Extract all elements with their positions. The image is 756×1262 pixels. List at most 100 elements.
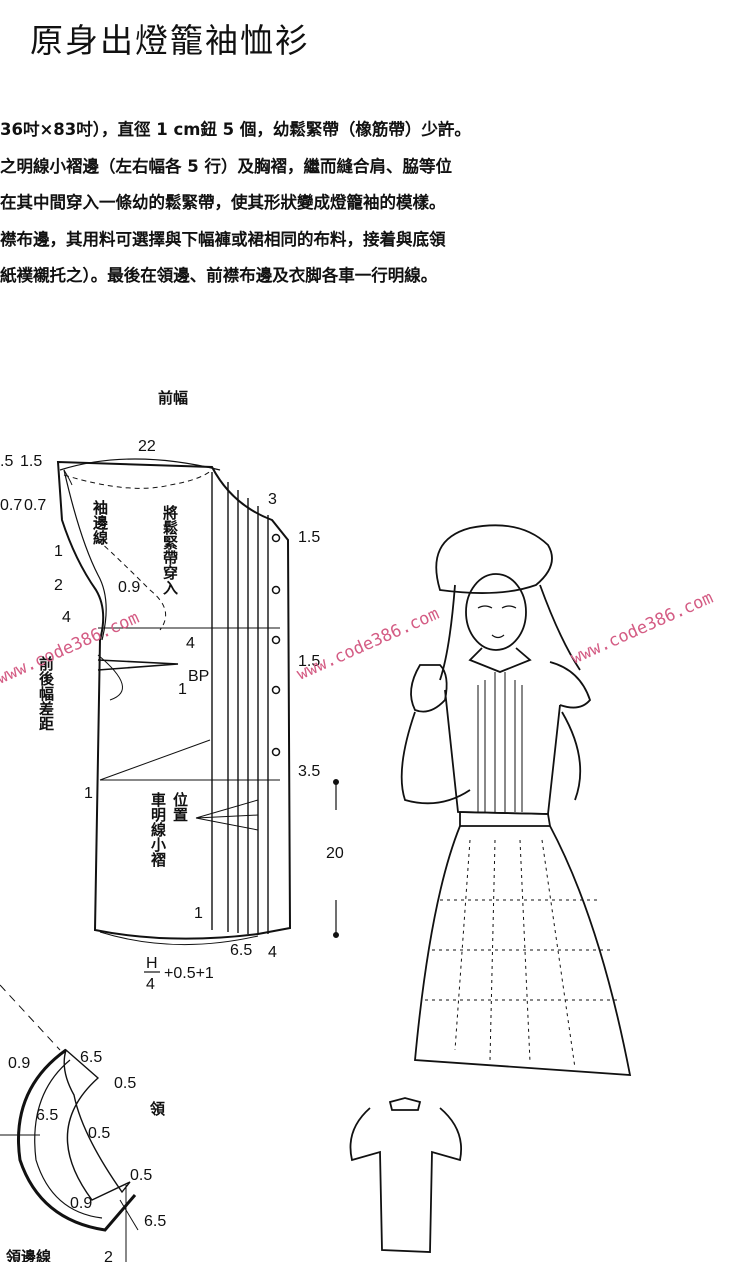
hip-fraction-den: 4 (146, 976, 155, 993)
button-mark (271, 533, 281, 543)
paragraph-line: 紙襆襯托之）。最後在領邊、前襟布邊及衣脚各車一行明線。 (0, 266, 438, 285)
dim-label: 3 (268, 491, 277, 508)
dim-label: 4 (268, 944, 277, 961)
waistband (459, 811, 552, 827)
dim-label: 1.5 (20, 453, 42, 470)
shoulder-mark (63, 469, 73, 486)
button-mark (271, 685, 281, 695)
dim-label: 1 (84, 785, 93, 802)
armhole-inner-line (63, 469, 107, 641)
collar-outer-edge (17, 1048, 137, 1232)
dim-label: 20 (326, 845, 344, 862)
note-pleat-line: 車明線小褶 (149, 791, 167, 868)
dashed-neck-guide (63, 469, 213, 489)
length-dot (333, 779, 339, 785)
paragraph-line: 在其中間穿入一條幼的鬆緊帶，使其形狀變成燈籠袖的模樣。 (0, 193, 446, 212)
instructions-paragraph: 36吋×83吋），直徑 1 cm鈕 5 個，幼鬆緊帶（橡筋帶）少許。 之明線小褶… (0, 112, 756, 295)
front-piece-label: 前幅 (158, 389, 188, 407)
paragraph-line: 之明線小褶邊（左右幅各 5 行）及胸褶，繼而縫合肩、脇等位 (0, 156, 452, 176)
button-mark (271, 635, 281, 645)
collar-stitch-line (34, 1059, 103, 1219)
paragraph-line: 襟布邊，其用料可選擇與下幅褲或裙相同的布料，接着與底領 (0, 229, 446, 249)
dashed-sleeve-guide (97, 539, 167, 631)
watermark-text: www.code386.com (568, 588, 716, 669)
note-difference: 前後幅差距 (37, 655, 55, 731)
dim-label: 6.5 (230, 942, 252, 959)
watermark-text: www.code386.com (0, 608, 142, 689)
collar-shape (468, 647, 532, 673)
hem-arc (99, 931, 259, 946)
dim-label: 0.9 (118, 579, 140, 596)
note-pleat-position: 位置 (171, 791, 189, 822)
facial-features (477, 605, 517, 639)
woman-illustration (400, 524, 632, 1076)
blouse-pleats (477, 672, 523, 812)
pleat-arrows (195, 799, 259, 831)
dim-top-width: 22 (138, 438, 156, 455)
left-sleeve (410, 664, 448, 713)
dim-label: 1 (178, 681, 187, 698)
page-title: 原身出燈籠袖恤衫 (30, 21, 310, 60)
dim-label: 3.5 (298, 763, 320, 780)
sketch-collar (388, 1097, 422, 1111)
length-dot (333, 932, 339, 938)
face (465, 573, 527, 651)
note-elastic: 將鬆緊帶穿入 (161, 504, 179, 595)
dim-label: 4 (62, 609, 71, 626)
dim-label: 4 (186, 635, 195, 652)
dim-label: 1.5 (298, 529, 320, 546)
collar-dim: 6.5 (80, 1049, 102, 1066)
dim-label: 1 (194, 905, 203, 922)
bust-dart (97, 659, 179, 671)
button-mark (271, 585, 281, 595)
button-marks (271, 533, 281, 757)
collar-label: 領 (150, 1100, 166, 1118)
front-piece-labels: .5 1.5 0.7 0.7 3 1.5 1 2 0.9 4 4 BP 1 1.… (0, 453, 344, 993)
front-outline (56, 460, 292, 940)
front-piece-drawing: 前幅 22 (56, 389, 339, 946)
collar-bottom-note: 領邊線 (6, 1248, 51, 1262)
top-width-arc (59, 458, 221, 471)
dim-label: 2 (54, 577, 63, 594)
collar-guide (0, 984, 61, 1051)
right-arm (561, 711, 582, 801)
paragraph-line: 36吋×83吋），直徑 1 cm鈕 5 個，幼鬆緊帶（橡筋帶）少許。 (0, 120, 471, 139)
dart-guide (97, 654, 123, 701)
dim-label: 1 (54, 543, 63, 560)
collar-dim: 0.9 (70, 1195, 92, 1212)
watermark-text: www.code386.com (294, 604, 442, 685)
right-sleeve (549, 661, 592, 709)
blouse-sketch (349, 1097, 462, 1253)
collar-drawing (0, 984, 139, 1262)
collar-dim: 6.5 (36, 1107, 58, 1124)
skirt-check-pattern (425, 899, 620, 1001)
hat (435, 524, 553, 594)
collar-dim: 6.5 (144, 1213, 166, 1230)
collar-inner-piece (63, 1048, 131, 1201)
skirt (414, 825, 632, 1076)
button-mark (271, 747, 281, 757)
watermarks: www.code386.com www.code386.com www.code… (0, 588, 716, 689)
waist-slant (99, 739, 211, 781)
note-sleeve-edge: 袖邊線 (91, 499, 109, 546)
hip-fraction-rest: +0.5+1 (164, 965, 214, 982)
collar-dim: 0.5 (114, 1075, 136, 1092)
dim-label: 0.7 (0, 497, 22, 514)
collar-dim: 0.9 (8, 1055, 30, 1072)
dim-label: 0.7 (24, 497, 46, 514)
sketch-body (349, 1107, 462, 1253)
collar-labels: 領 0.9 6.5 0.5 6.5 0.5 0.5 0.9 6.5 2 領邊線 (6, 1049, 166, 1262)
hair (439, 584, 581, 681)
collar-dim: 2 (104, 1249, 113, 1262)
collar-dim: 0.5 (130, 1167, 152, 1184)
dim-label: 1.5 (298, 653, 320, 670)
front-piece-notes: 袖邊線 將鬆緊帶穿入 前後幅差距 位置 車明線小褶 (37, 499, 189, 868)
dim-label: BP (188, 668, 209, 685)
skirt-check-pattern (454, 839, 576, 1069)
collar-dim: 0.5 (88, 1125, 110, 1142)
collar-ref-line (119, 1199, 139, 1231)
left-arm (400, 711, 471, 805)
hip-fraction-num: H (146, 955, 158, 972)
dim-label: .5 (0, 453, 13, 470)
